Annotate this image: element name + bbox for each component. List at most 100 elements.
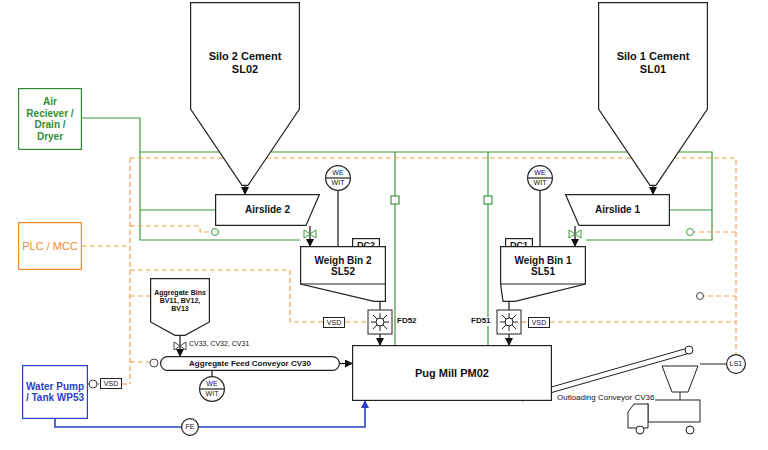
water-pump-box: Water Pump / Tank WP53 [22, 365, 88, 419]
feeder-symbol [500, 313, 518, 331]
aggregate-bin: Aggregate BinsBV11, BV12, BV13 [150, 278, 210, 336]
truck-and-hopper [628, 404, 648, 428]
control-wire [130, 295, 150, 296]
node-title: Airslide 1 [595, 204, 640, 216]
feeder-symbol [368, 310, 392, 334]
node-outline [216, 195, 320, 226]
node-text-block: Airslide 1 [568, 196, 667, 224]
instrument-symbol [89, 380, 97, 388]
node-title: Silo 1 Cement [617, 50, 690, 63]
flow-connector [652, 186, 653, 194]
feeder-symbol [505, 318, 513, 326]
weigh-bin: Weigh Bin 1SL51 [500, 246, 586, 302]
node-text-block: Aggregate BinsBV11, BV12, BV13 [152, 280, 208, 322]
node-text-block: Air Reciever / Drain / Dryer [21, 90, 79, 148]
control-wire [122, 383, 130, 384]
valve-symbol [304, 230, 316, 238]
node-text-block: WEWIT [527, 165, 553, 191]
node-subtitle: BV11, BV12, BV13 [152, 297, 208, 313]
flow-connector [199, 401, 365, 427]
feeder-symbol [497, 310, 521, 334]
feeder-symbol [376, 318, 384, 326]
drive-box-label: VSD [528, 317, 550, 328]
node-outline [301, 247, 386, 302]
feeder-symbol [371, 313, 389, 331]
node-outline [501, 283, 586, 284]
node-text-block: PLC / MCC [21, 224, 79, 268]
node-outline [19, 89, 82, 150]
valve-symbol [687, 229, 694, 236]
outloading-conveyor [685, 346, 693, 354]
truck-and-hopper [686, 426, 694, 434]
instrument-symbol [150, 359, 158, 367]
node-outline [199, 376, 225, 402]
flow-connector [55, 419, 181, 427]
level-switch: LS1 [726, 354, 746, 374]
valve-symbol [569, 230, 581, 238]
node-outline [191, 3, 300, 186]
node-outline [599, 3, 708, 186]
truck-and-hopper [648, 400, 700, 422]
node-outline [598, 2, 708, 186]
truck-and-hopper [680, 392, 681, 400]
control-wire [130, 361, 150, 362]
node-text-block: Water Pump / Tank WP53 [25, 367, 85, 417]
flow-connector [340, 363, 352, 364]
node-title: Weigh Bin 2 [314, 255, 371, 267]
control-wire [345, 321, 368, 322]
valve-symbol [697, 293, 704, 300]
node-outline [527, 165, 553, 191]
node-subtitle: SL52 [331, 266, 355, 278]
valve-symbol [174, 342, 186, 350]
flow-connector [539, 191, 540, 246]
weight-indicator: WEWIT [527, 165, 553, 191]
node-title: FE [186, 423, 195, 431]
node-outline [727, 355, 746, 374]
node-outline [326, 177, 350, 178]
node-title: Airslide 2 [245, 204, 290, 216]
flow-connector [309, 226, 310, 246]
flow-connector [337, 191, 338, 246]
valve-symbol [212, 229, 219, 236]
node-outline [161, 357, 340, 371]
node-text-block: WEWIT [325, 165, 351, 191]
node-outline [325, 165, 351, 191]
node-text-block: WEWIT [199, 376, 225, 402]
node-title: Weigh Bin 1 [514, 255, 571, 267]
node-title: Pug Mill PM02 [415, 367, 489, 380]
truck-and-hopper [700, 364, 726, 365]
flow-element: FE [181, 418, 199, 436]
control-wire [550, 321, 736, 322]
air-line [391, 196, 399, 204]
node-subtitle: WIT [332, 179, 345, 187]
control-wire [700, 295, 736, 296]
node-outline [501, 247, 586, 302]
node-text-block: Weigh Bin 1SL51 [502, 249, 584, 283]
flow-connector [211, 371, 212, 376]
drive-box-label: VSD [100, 378, 122, 389]
node-outline [182, 419, 199, 436]
feeder-symbol [368, 310, 521, 334]
node-outline [353, 346, 552, 401]
node-text-block: FE [181, 418, 199, 436]
air-line [82, 118, 712, 345]
flow-connector [244, 186, 245, 194]
weigh-bin: Weigh Bin 2SL52 [300, 246, 386, 302]
node-text-block: Pug Mill PM02 [355, 347, 549, 399]
control-wire [130, 158, 736, 354]
control-wire [130, 226, 215, 232]
node-outline [566, 195, 670, 226]
truck-and-hopper [636, 426, 644, 434]
instrument-symbol [88, 384, 89, 385]
control-wire [82, 245, 130, 246]
instrument-symbol [88, 359, 158, 388]
part-label: FD51 [470, 317, 492, 326]
node-outline [528, 166, 553, 191]
feed-conveyor: Aggregate Feed Conveyor CV30 [160, 356, 340, 371]
node-outline [151, 279, 210, 336]
weight-indicator: WEWIT [325, 165, 351, 191]
part-label: FD52 [396, 317, 418, 326]
weight-indicator: WEWIT [199, 376, 225, 402]
node-text-block: Airslide 2 [218, 196, 317, 224]
node-text-block: Silo 1 CementSL01 [602, 40, 704, 86]
